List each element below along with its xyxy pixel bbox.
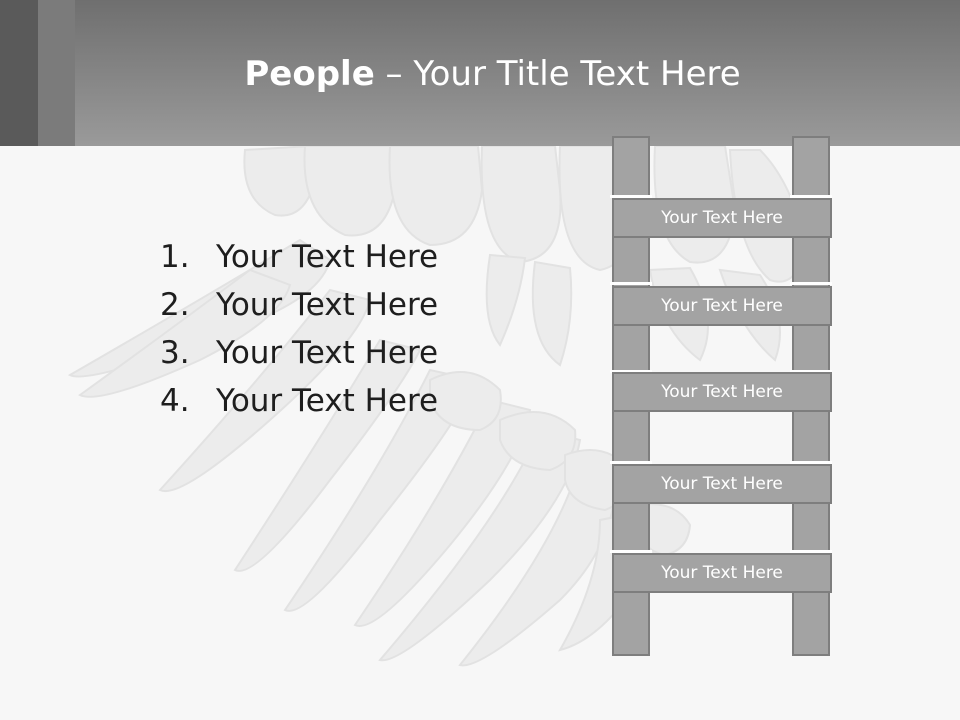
ladder-rung: Your Text Here: [612, 286, 832, 326]
header-stripe-dark: [0, 0, 38, 146]
rail-separator: [790, 461, 832, 464]
slide-title: People – Your Title Text Here: [75, 52, 910, 96]
rail-separator: [790, 282, 832, 285]
list-item-number: 3.: [160, 335, 190, 371]
list-item: 3. Your Text Here: [160, 330, 438, 378]
list-item-text: Your Text Here: [216, 239, 439, 275]
title-rest: – Your Title Text Here: [374, 54, 741, 94]
rail-separator: [610, 282, 652, 285]
title-bar: People – Your Title Text Here: [0, 0, 960, 146]
list-item-text: Your Text Here: [216, 335, 439, 371]
title-bold-part: People: [244, 54, 375, 94]
numbered-list: 1. Your Text Here 2. Your Text Here 3. Your…: [160, 234, 438, 426]
list-item-number: 1.: [160, 239, 190, 275]
ladder-rung: Your Text Here: [612, 372, 832, 412]
list-item-text: Your Text Here: [216, 383, 439, 419]
ladder-rung: Your Text Here: [612, 198, 832, 238]
rail-separator: [610, 461, 652, 464]
header-stripe-medium: [38, 0, 75, 146]
rail-separator: [790, 370, 832, 373]
list-item-text: Your Text Here: [216, 287, 439, 323]
rail-separator: [610, 370, 652, 373]
list-item-number: 4.: [160, 383, 190, 419]
list-item: 4. Your Text Here: [160, 378, 438, 426]
list-item: 2. Your Text Here: [160, 282, 438, 330]
rail-separator: [790, 195, 832, 198]
list-item: 1. Your Text Here: [160, 234, 438, 282]
rail-separator: [790, 550, 832, 553]
ladder-rung: Your Text Here: [612, 553, 832, 593]
ladder-rung: Your Text Here: [612, 464, 832, 504]
rail-separator: [610, 195, 652, 198]
rail-separator: [610, 550, 652, 553]
list-item-number: 2.: [160, 287, 190, 323]
